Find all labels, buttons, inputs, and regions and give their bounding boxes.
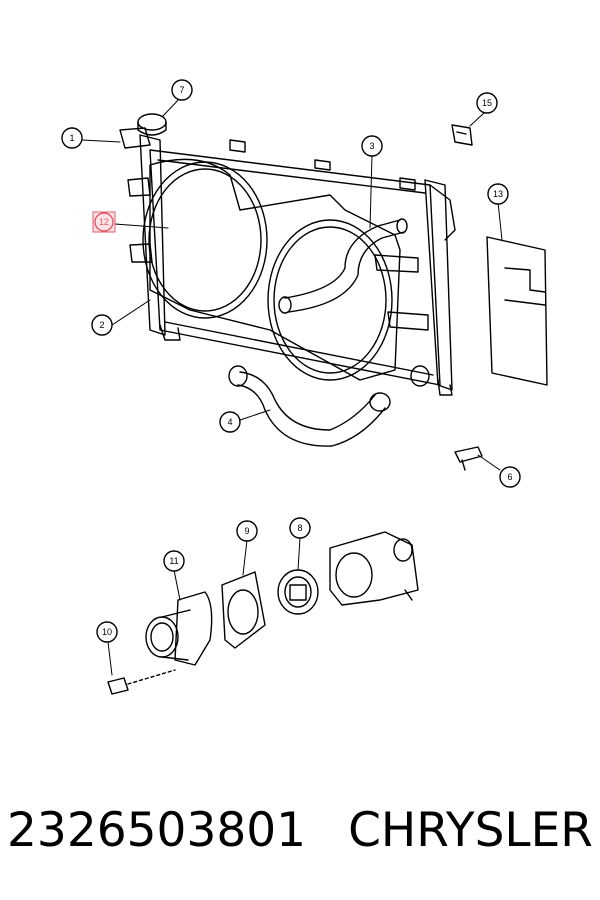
upper-hose xyxy=(278,218,408,314)
bolt-10 xyxy=(107,669,176,695)
callout-3: 3 xyxy=(361,135,383,157)
brand-name: CHRYSLER xyxy=(348,802,593,858)
thermostat-housing xyxy=(329,531,419,606)
callout-15: 15 xyxy=(476,92,498,114)
callout-15-circle xyxy=(476,92,498,114)
callout-9-label: 9 xyxy=(244,526,249,536)
callout-10: 10 xyxy=(96,621,118,643)
callout-7-label: 7 xyxy=(179,85,184,95)
callout-4: 4 xyxy=(219,411,241,433)
callout-13-circle xyxy=(487,183,509,205)
callout-12-label: 12 xyxy=(99,217,109,227)
bolt-6 xyxy=(454,446,483,471)
callout-11: 11 xyxy=(163,550,185,572)
callout-6: 6 xyxy=(499,466,521,488)
callout-3-circle xyxy=(361,135,383,157)
thermostat xyxy=(277,569,319,615)
callout-10-circle xyxy=(96,621,118,643)
callout-1-label: 1 xyxy=(69,133,74,143)
callout-6-circle xyxy=(499,466,521,488)
callout-6-label: 6 xyxy=(507,472,512,482)
gasket xyxy=(221,571,266,649)
radiator xyxy=(119,127,456,396)
callout-15-label: 15 xyxy=(482,98,492,108)
callout-8: 8 xyxy=(289,517,311,539)
callout-12-highlight xyxy=(92,211,116,233)
callout-12-circle xyxy=(94,212,114,232)
clip xyxy=(451,124,473,146)
callout-1-circle xyxy=(61,127,83,149)
callout-11-label: 11 xyxy=(169,556,178,566)
callout-4-circle xyxy=(219,411,241,433)
callout-13: 13 xyxy=(487,183,509,205)
callout-2-circle xyxy=(91,314,113,336)
callout-3-label: 3 xyxy=(369,141,374,151)
fan-shroud xyxy=(127,158,429,381)
callout-9-circle xyxy=(236,520,258,542)
leader-lines xyxy=(81,97,503,676)
callout-8-label: 8 xyxy=(297,523,302,533)
callout-10-label: 10 xyxy=(102,627,112,637)
part-number: 2326503801 xyxy=(7,802,307,858)
callout-9: 9 xyxy=(236,520,258,542)
callout-8-circle xyxy=(289,517,311,539)
footer: 2326503801 CHRYSLER xyxy=(0,790,600,870)
callout-2-label: 2 xyxy=(99,320,104,330)
callout-1: 1 xyxy=(61,127,83,149)
callout-2: 2 xyxy=(91,314,113,336)
parts-diagram: 1 2 3 4 6 7 8 9 10 11 12 13 xyxy=(61,79,548,695)
callout-11-circle xyxy=(163,550,185,572)
callout-13-label: 13 xyxy=(493,189,503,199)
callout-7: 7 xyxy=(171,79,193,101)
water-outlet xyxy=(145,591,213,666)
lower-hose xyxy=(228,365,430,447)
callout-4-label: 4 xyxy=(227,417,232,427)
callout-7-circle xyxy=(171,79,193,101)
callout-12: 12 xyxy=(92,211,116,233)
air-seal xyxy=(486,236,548,386)
radiator-cap xyxy=(137,113,167,136)
